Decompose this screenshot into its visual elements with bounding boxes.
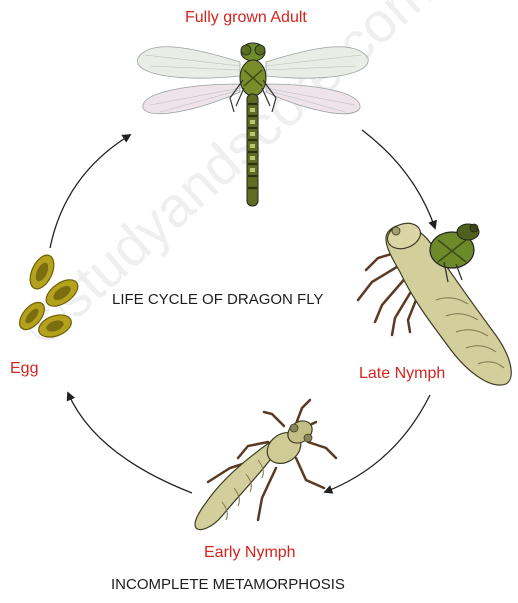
- eggs-illustration: [15, 251, 83, 341]
- diagram-title: LIFE CYCLE OF DRAGON FLY: [112, 291, 323, 308]
- arrow-egg-to-adult: [50, 135, 130, 248]
- arrow-adult-to-late-nymph: [362, 130, 435, 228]
- late-nymph-illustration: [358, 219, 511, 385]
- label-fully-grown-adult: Fully grown Adult: [185, 9, 307, 27]
- label-early-nymph: Early Nymph: [204, 544, 296, 562]
- adult-dragonfly-illustration: [137, 43, 368, 206]
- arrow-early-nymph-to-egg: [68, 393, 192, 493]
- label-late-nymph: Late Nymph: [359, 365, 445, 383]
- early-nymph-illustration: [195, 400, 336, 530]
- label-egg: Egg: [10, 360, 38, 378]
- arrow-late-nymph-to-early-nymph: [325, 395, 430, 492]
- diagram-footer: INCOMPLETE METAMORPHOSIS: [111, 576, 345, 593]
